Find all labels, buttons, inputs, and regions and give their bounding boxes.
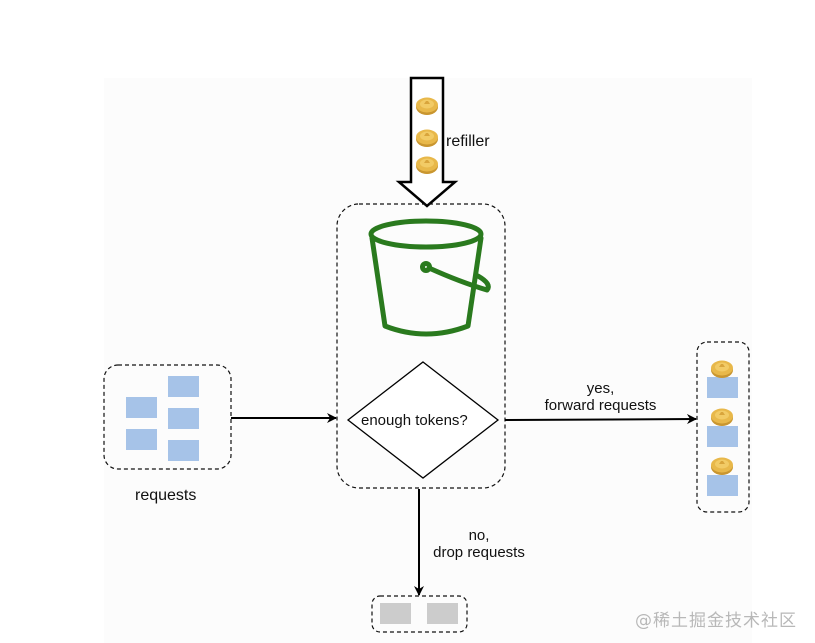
dropped-requests-container: [371, 595, 468, 633]
token-coin-icon: [711, 457, 733, 475]
incoming-requests-container: [103, 364, 232, 470]
request-box: [168, 408, 199, 429]
forwarded-requests: [707, 360, 738, 496]
no-label-line1: no,: [468, 527, 490, 544]
yes-label-line2: forward requests: [544, 397, 657, 414]
token-coin-icon: [416, 156, 438, 174]
request-box: [707, 475, 738, 496]
token-coin-icon: [711, 408, 733, 426]
arrow-forward: [504, 414, 697, 425]
no-label: no, drop requests: [425, 527, 533, 561]
dropped-request-box: [380, 603, 411, 624]
dropped-request-box: [427, 603, 458, 624]
request-box: [168, 440, 199, 461]
refiller-label: refiller: [446, 133, 490, 150]
request-box: [126, 397, 157, 418]
watermark: @稀土掘金技术社区: [635, 611, 797, 631]
bucket-icon: [368, 218, 491, 337]
token-coin-icon: [416, 129, 438, 147]
decision-diamond: [346, 361, 500, 479]
yes-label: yes, forward requests: [533, 380, 668, 414]
token-coin-icon: [416, 97, 438, 115]
dropped-requests: [380, 603, 458, 624]
token-coin-icon: [711, 360, 733, 378]
forwarded-requests-container: [696, 341, 750, 513]
requests-label: requests: [135, 487, 197, 504]
request-box: [126, 429, 157, 450]
incoming-requests: [126, 376, 199, 461]
decision-label: enough tokens?: [361, 412, 468, 429]
no-label-line2: drop requests: [433, 544, 525, 561]
yes-label-line1: yes,: [586, 380, 615, 397]
request-box: [707, 426, 738, 447]
request-box: [707, 377, 738, 398]
refiller-tokens: [416, 97, 438, 174]
request-box: [168, 376, 199, 397]
